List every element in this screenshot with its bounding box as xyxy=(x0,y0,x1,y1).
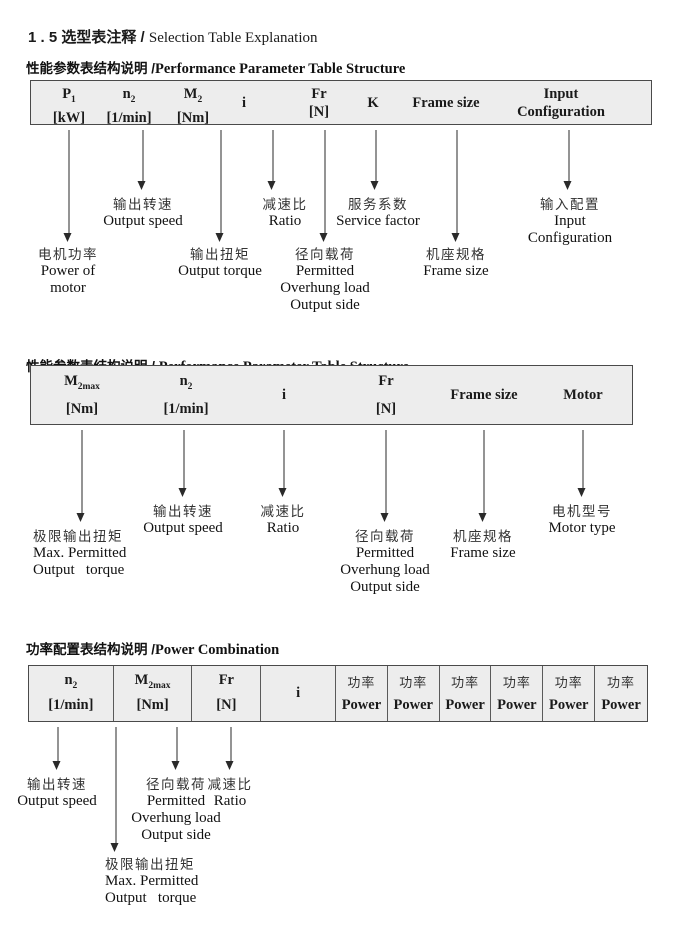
col-fr: Fr [N] xyxy=(376,372,396,418)
page-title-cn: 1 . 5 选型表注释 / xyxy=(28,29,149,46)
col-m2-unit: [Nm] xyxy=(176,109,210,126)
col-frame-size: Frame size xyxy=(412,94,480,111)
col-n2-unit: [1/min] xyxy=(163,401,209,417)
label-overhung-load: 径向载荷 Permitted Overhung load Output side xyxy=(131,777,221,843)
col-power-4: 功率 Power xyxy=(491,666,544,721)
col-m2max-unit: [Nm] xyxy=(65,401,99,417)
label-max-output-torque: 极限输出扭矩 Max. Permitted Output torque xyxy=(105,857,199,906)
label-overhung-load: 径向载荷 Permitted Overhung load Output side xyxy=(340,529,430,595)
arrow-p1 xyxy=(63,130,73,242)
label-input-configuration: 输入配置 Input Configuration xyxy=(527,197,613,246)
arrow-motor xyxy=(577,430,587,497)
label-output-speed: 输出转速 Output speed xyxy=(103,197,183,229)
performance-table-1-header: P1 [kW] n2 [1/min] M2 [Nm] i Fr [N] K Fr… xyxy=(30,80,652,127)
power-combination-table-header: n2 [1/min] M2max [Nm] Fr [N] i 功率 Power … xyxy=(28,665,648,722)
col-motor: Motor xyxy=(563,387,603,403)
section3-heading-cn: 功率配置表结构说明 / xyxy=(26,642,156,657)
label-power-of-motor: 电机功率 Power of motor xyxy=(38,247,98,296)
section3-heading: 功率配置表结构说明 /Power Combination xyxy=(10,620,279,677)
arrow-n2 xyxy=(52,727,62,770)
arrow-m2max xyxy=(110,727,120,852)
col-fr-symbol: Fr xyxy=(218,672,234,688)
arrow-n2 xyxy=(137,130,147,190)
col-n2-unit: [1/min] xyxy=(48,697,94,713)
label-max-output-torque: 极限输出扭矩 Max. Permitted Output torque xyxy=(33,529,127,578)
col-i: i xyxy=(261,666,336,721)
col-p1: P1 [kW] xyxy=(53,85,85,127)
label-motor-type: 电机型号 Motor type xyxy=(548,504,616,536)
arrow-i xyxy=(278,430,288,497)
col-i: i xyxy=(241,94,247,111)
col-power-6: 功率 Power xyxy=(601,675,641,713)
col-fr-symbol: Fr xyxy=(378,373,394,389)
col-power-3: 功率 Power xyxy=(440,666,492,721)
col-m2max-symbol: M2max xyxy=(134,672,171,691)
arrow-m2 xyxy=(215,130,225,242)
page-title-en: Selection Table Explanation xyxy=(148,30,318,46)
label-frame-size: 机座规格 Frame size xyxy=(450,529,516,561)
arrow-fr xyxy=(380,430,390,522)
col-frame-size: Frame size xyxy=(450,387,518,403)
col-fr-unit: [N] xyxy=(216,697,237,713)
label-frame-size: 机座规格 Frame size xyxy=(423,247,489,279)
arrow-n2 xyxy=(178,430,188,497)
col-n2: n2 [1/min] xyxy=(29,666,114,721)
section1-heading-cn: 性能参数表结构说明 / xyxy=(26,61,156,76)
label-overhung-load: 径向载荷 Permitted Overhung load Output side xyxy=(280,247,370,313)
arrow-fr xyxy=(171,727,181,770)
col-power-1: 功率 Power xyxy=(336,666,388,721)
label-ratio: 减速比 Ratio xyxy=(260,504,306,536)
page-title: 1 . 5 选型表注释 / Selection Table Explanatio… xyxy=(13,9,318,64)
col-m2max-unit: [Nm] xyxy=(136,697,169,713)
section1-heading: 性能参数表结构说明 /Performance Parameter Table S… xyxy=(10,39,405,96)
col-fr-unit: [N] xyxy=(375,401,397,417)
section3-heading-en: Power Combination xyxy=(155,642,280,658)
col-m2: M2 [Nm] xyxy=(177,85,209,127)
arrow-i xyxy=(267,130,277,190)
col-fr: Fr [N] xyxy=(309,85,329,121)
col-n2: n2 [1/min] xyxy=(163,372,208,418)
arrow-i xyxy=(225,727,235,770)
col-n2: n2 [1/min] xyxy=(106,85,151,127)
arrow-frame-size xyxy=(478,430,488,522)
col-fr-symbol: Fr xyxy=(311,86,327,102)
arrow-m2max xyxy=(76,430,86,522)
label-service-factor: 服务系数 Service factor xyxy=(336,197,420,229)
label-output-speed: 输出转速 Output speed xyxy=(143,504,223,536)
label-ratio: 减速比 Ratio xyxy=(262,197,308,229)
col-fr: Fr [N] xyxy=(192,666,262,721)
label-output-torque: 输出扭矩 Output torque xyxy=(178,247,262,279)
col-n2-symbol: n2 xyxy=(179,373,193,392)
col-fr-unit: [N] xyxy=(308,104,330,120)
col-m2-symbol: M2 xyxy=(183,86,203,105)
col-power-5: 功率 Power xyxy=(543,666,596,721)
col-p1-symbol: P1 xyxy=(62,86,76,105)
arrow-input-configuration xyxy=(563,130,573,190)
label-ratio: 减速比 Ratio xyxy=(207,777,253,809)
col-m2max: M2max [Nm] xyxy=(64,372,100,418)
col-input-configuration: Input Configuration xyxy=(517,86,605,120)
col-p1-unit: [kW] xyxy=(52,109,86,126)
col-m2max: M2max [Nm] xyxy=(114,666,193,721)
col-power-2: 功率 Power xyxy=(388,666,440,721)
label-output-speed: 输出转速 Output speed xyxy=(17,777,97,809)
arrow-fr xyxy=(319,130,329,242)
col-i: i xyxy=(281,387,287,403)
col-n2-symbol: n2 xyxy=(64,672,78,691)
col-n2-unit: [1/min] xyxy=(106,109,152,126)
arrow-k xyxy=(370,130,380,190)
arrow-frame-size xyxy=(451,130,461,242)
col-k: K xyxy=(367,94,379,111)
performance-table-2-header: M2max [Nm] n2 [1/min] i Fr [N] Frame siz… xyxy=(30,365,633,425)
col-n2-symbol: n2 xyxy=(122,86,136,105)
col-m2max-symbol: M2max xyxy=(64,373,100,392)
section1-heading-en: Performance Parameter Table Structure xyxy=(155,61,406,77)
